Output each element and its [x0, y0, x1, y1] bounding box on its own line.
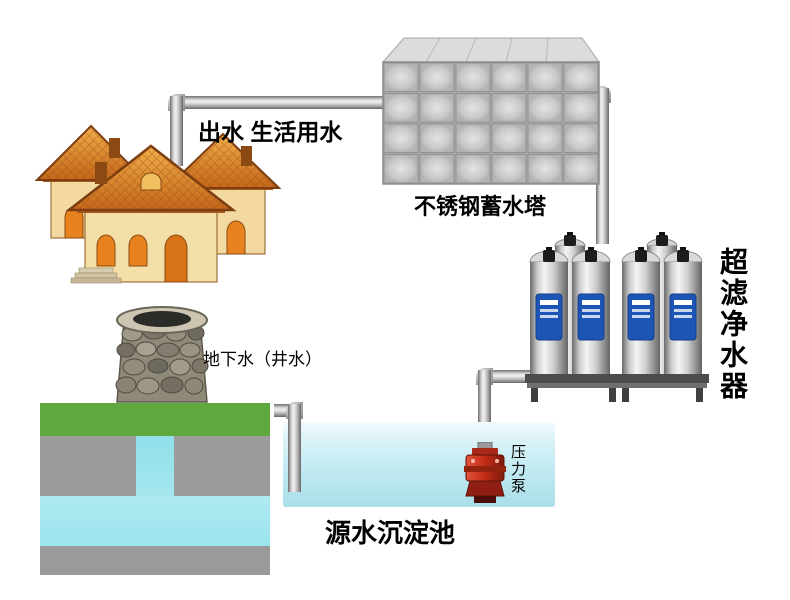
- well-illustration: [115, 306, 209, 403]
- soil-block-right: [174, 436, 270, 496]
- houses-illustration: [35, 124, 282, 284]
- ground-cross-section: [40, 403, 270, 575]
- filter-unit-illustration: [525, 232, 709, 402]
- house-front: [65, 144, 237, 284]
- soil-block-left: [40, 436, 136, 496]
- water-tank-illustration: [381, 37, 600, 185]
- well-shaft-water: [136, 436, 174, 496]
- bedrock-layer: [40, 546, 270, 575]
- pool-label: 源水沉淀池: [325, 518, 456, 548]
- well-opening: [133, 311, 191, 327]
- outflow-label: 出水 生活用水: [198, 119, 343, 145]
- grass-layer: [40, 403, 270, 436]
- pipe-down-to-houses: [170, 96, 183, 166]
- pressure-pump-illustration: [464, 442, 506, 503]
- pump-label: 压力泵: [509, 444, 526, 495]
- filter-label: 超滤净水器: [717, 247, 748, 402]
- pipe-pool-inlet: [288, 404, 301, 492]
- pipe-tank-to-houses: [170, 96, 388, 109]
- groundwater-layer: [40, 496, 270, 546]
- sedimentation-pool: [283, 422, 555, 507]
- well-label: 地下水（井水）: [203, 350, 322, 369]
- tank-label: 不锈钢蓄水塔: [413, 194, 546, 219]
